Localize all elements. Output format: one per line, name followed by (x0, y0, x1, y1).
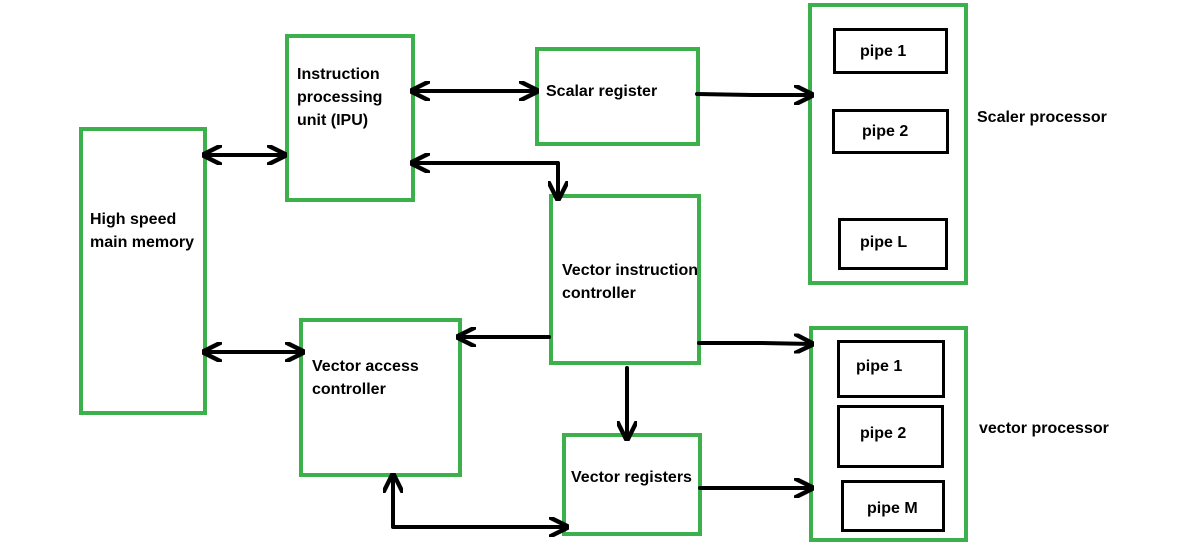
scalar-processor-label: Scaler processor (977, 109, 1107, 126)
vector-pipe-1-box (837, 340, 945, 398)
scalar-pipe-1-label: pipe 1 (860, 43, 907, 60)
arrow-vector-access-controller-vector-registers (393, 473, 569, 527)
vector-pipe-1-label: pipe 1 (856, 358, 903, 375)
ipu-label-line-3: unit (IPU) (297, 112, 369, 129)
scalar-pipe-l-box (838, 218, 948, 270)
vector-instruction-controller-block (549, 194, 701, 365)
main-memory-block (79, 127, 207, 415)
scalar-processor-block (808, 3, 968, 285)
vector-access-controller-block (299, 318, 462, 477)
vector-processor-block (809, 326, 968, 542)
arrow-vic-vector-processor (697, 343, 812, 344)
scalar-pipe-2-box (832, 109, 949, 154)
vector-pipe-m-label: pipe M (867, 500, 918, 517)
scalar-register-label: Scalar register (546, 83, 658, 100)
vector-access-controller-label-line-1: Vector access (312, 358, 419, 375)
vector-registers-label: Vector registers (571, 469, 692, 486)
main-memory-label-line-1: High speed (90, 211, 177, 228)
vector-pipe-2-box (837, 405, 944, 468)
vector-pipe-2-label: pipe 2 (860, 425, 907, 442)
arrow-ipu-vector-instruction-controller (410, 163, 558, 201)
vector-access-controller-label-line-2: controller (312, 381, 386, 398)
main-memory-label-line-2: main memory (90, 234, 195, 251)
scalar-pipe-1-box (833, 28, 948, 74)
scalar-pipe-l-label: pipe L (860, 234, 908, 251)
vector-processor-label: vector processor (979, 420, 1109, 437)
vector-instruction-controller-label-line-1: Vector instruction (562, 262, 699, 279)
vector-pipe-m-box (841, 480, 945, 532)
arrow-scalar-register-scalar-processor (695, 94, 814, 95)
ipu-label-line-1: Instruction (297, 66, 380, 83)
vector-instruction-controller-label-line-2: controller (562, 285, 636, 302)
ipu-block (285, 34, 415, 202)
ipu-label-line-2: processing (297, 89, 383, 106)
scalar-pipe-2-label: pipe 2 (862, 123, 909, 140)
